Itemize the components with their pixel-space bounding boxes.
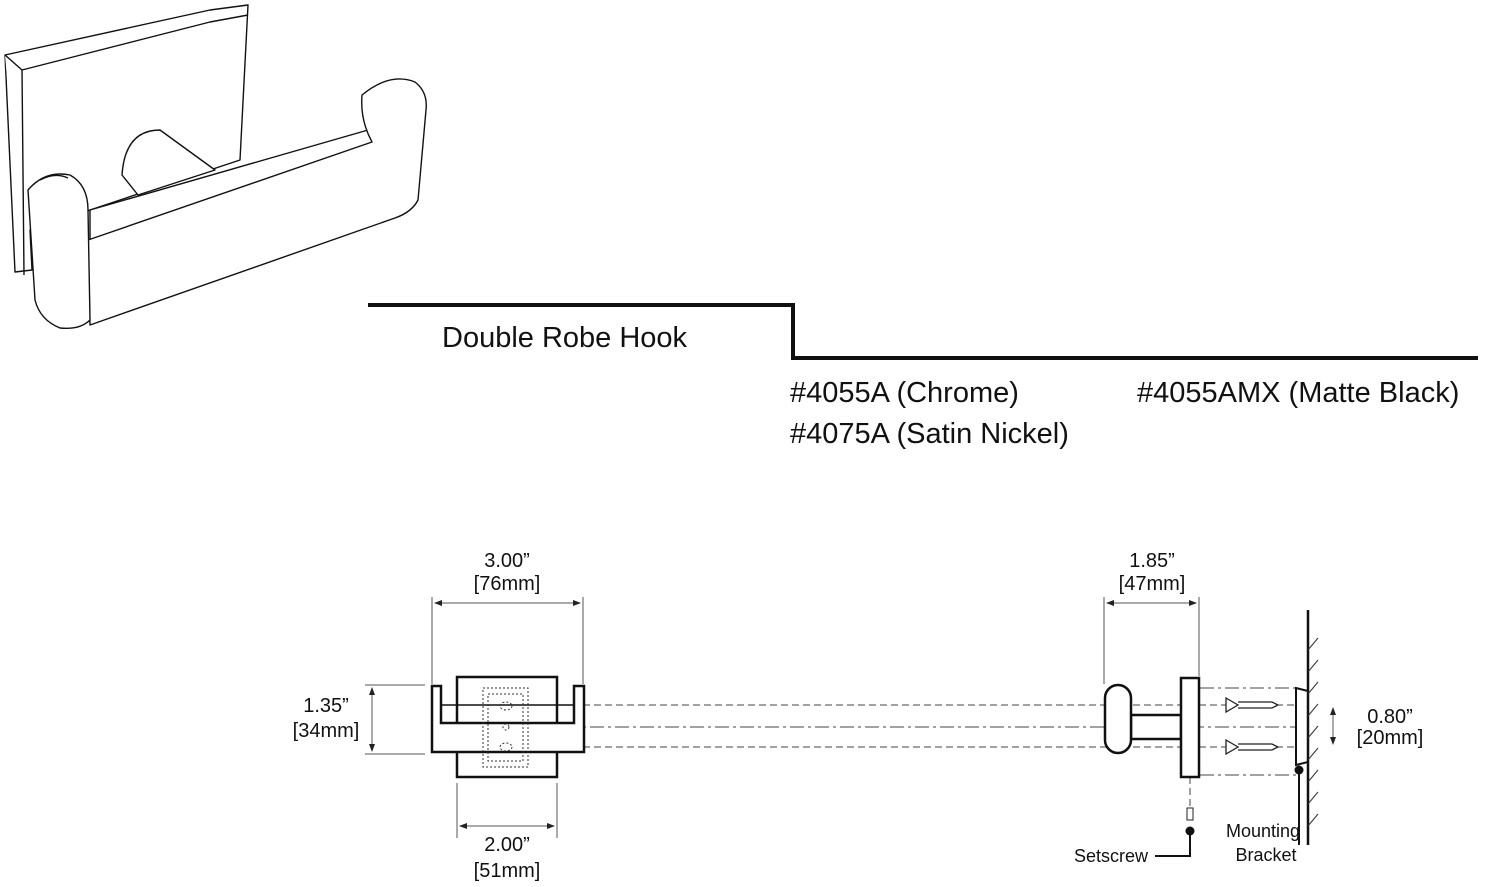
dimensions-width-mm-label: [76mm] (474, 573, 541, 595)
callouts-mounting_line1-label: Mounting (1226, 821, 1300, 841)
dimension-width: 3.00” [76mm] (431, 550, 584, 684)
front-view (430, 675, 586, 779)
header-rule (368, 303, 1478, 360)
dimensions-projection-mm-label: [47mm] (1119, 573, 1186, 595)
product-title: Double Robe Hook (442, 322, 688, 354)
callout-setscrew: Setscrew (1074, 826, 1195, 866)
dimensions-screw_spacing-in-label: 0.80” (1367, 706, 1413, 728)
dimension-screw-spacing: 0.80” [20mm] (1330, 706, 1424, 749)
side-view (1103, 610, 1319, 845)
dimension-height: 1.35” [34mm] (293, 684, 425, 755)
dimensions-projection-in-label: 1.85” (1129, 550, 1175, 572)
dimensions-plate_width-mm-label: [51mm] (474, 860, 541, 882)
model-matte-black: #4055AMX (Matte Black) (1137, 377, 1459, 409)
dimension-plate-width: 2.00” [51mm] (456, 783, 558, 882)
dimension-projection: 1.85” [47mm] (1103, 550, 1200, 684)
dimensions-screw_spacing-mm-label: [20mm] (1357, 727, 1424, 749)
dimensions-plate_width-in-label: 2.00” (484, 834, 530, 856)
dimensions-height-in-label: 1.35” (303, 695, 349, 717)
product-isometric-illustration (4, 4, 427, 330)
model-chrome: #4055A (Chrome) (790, 377, 1019, 409)
dimensions-height-mm-label: [34mm] (293, 720, 360, 742)
dimensions-width-in-label: 3.00” (484, 550, 530, 572)
callouts-setscrew-label: Setscrew (1074, 846, 1149, 866)
model-satin-nickel: #4075A (Satin Nickel) (790, 418, 1069, 450)
callouts-mounting_line2-label: Bracket (1235, 845, 1296, 865)
callout-mounting-bracket: Mounting Bracket (1226, 765, 1304, 865)
wall-screw-icon (1225, 696, 1280, 756)
